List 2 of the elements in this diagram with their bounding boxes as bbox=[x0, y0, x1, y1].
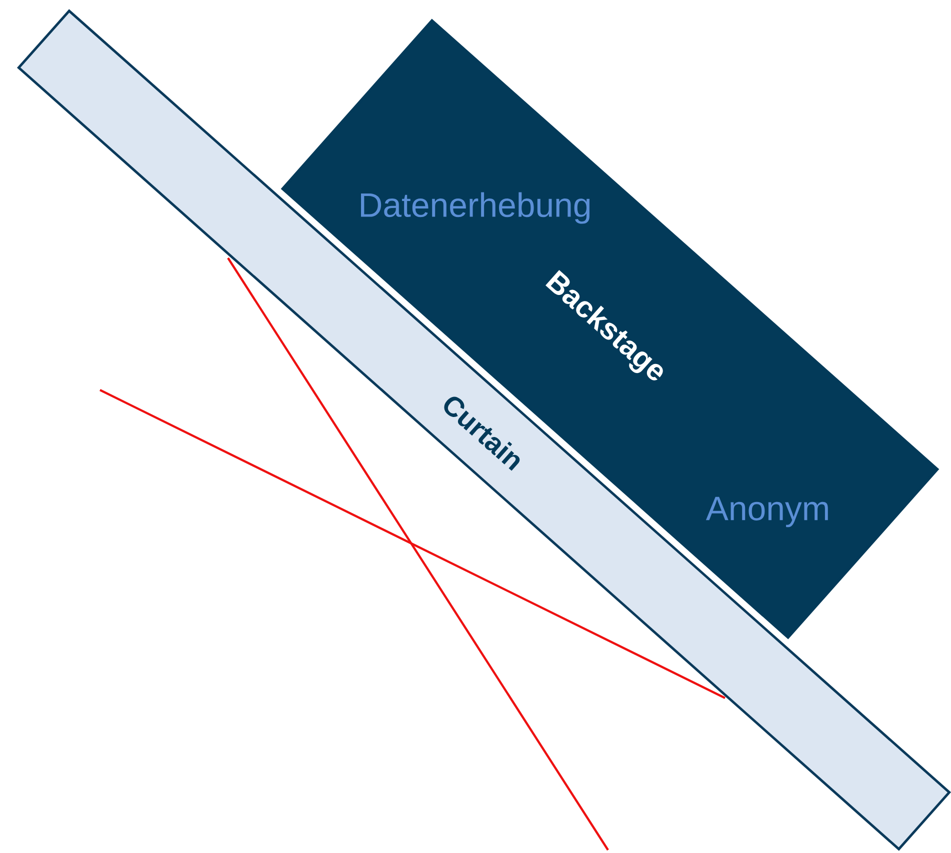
text-label: Datenerhebung bbox=[361, 192, 590, 224]
text-label: Anonym bbox=[706, 496, 828, 528]
